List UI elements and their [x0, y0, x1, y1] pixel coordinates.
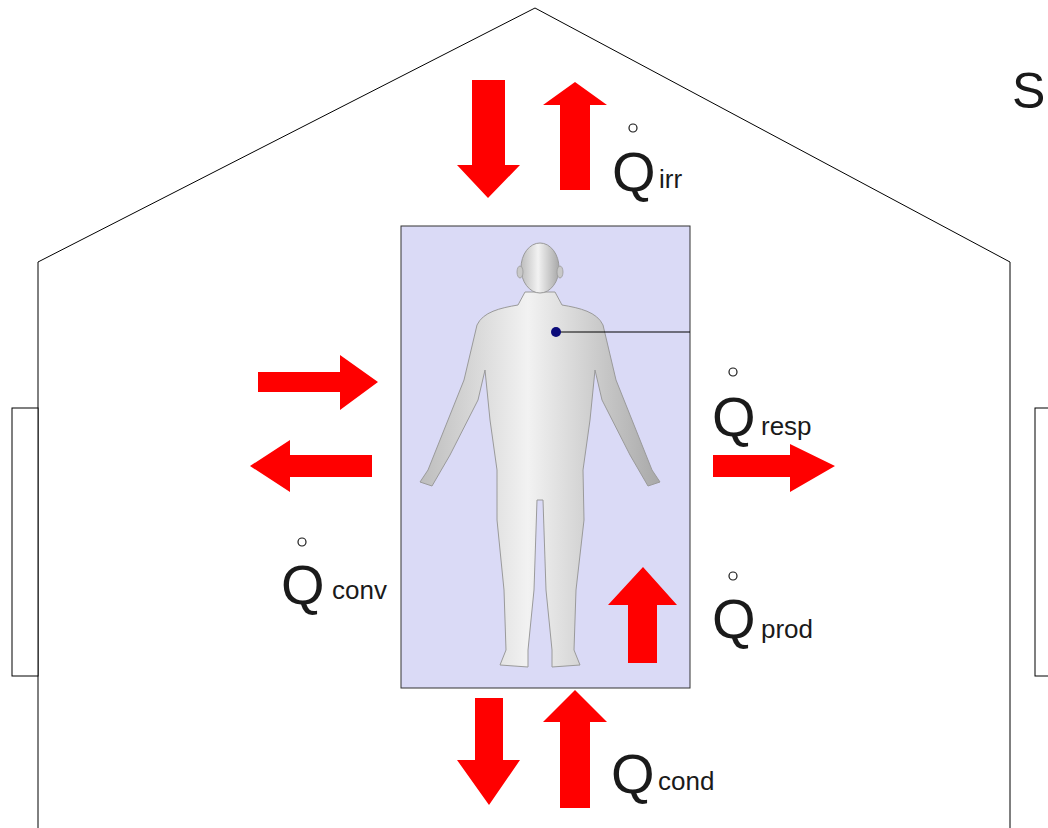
heat-arrows — [250, 80, 835, 808]
subscript: cond — [658, 768, 714, 794]
quantity-symbol: Q — [712, 591, 756, 647]
quantity-symbol: Q — [281, 557, 325, 613]
subscript: resp — [761, 413, 812, 439]
window — [12, 408, 38, 676]
cut-off-letter: S — [1012, 66, 1045, 116]
subscript: conv — [332, 577, 387, 603]
quantity-symbol: Q — [712, 389, 756, 445]
subscript: prod — [761, 616, 813, 642]
sensor-dot — [551, 327, 561, 337]
subscript: irr — [659, 166, 682, 192]
leader-line — [556, 332, 690, 333]
quantity-symbol: Q — [612, 144, 656, 200]
window — [1035, 408, 1048, 676]
house-outline — [38, 8, 1010, 828]
rate-ring — [298, 124, 737, 580]
quantity-symbol: Q — [611, 746, 655, 802]
body-zone — [401, 226, 690, 688]
